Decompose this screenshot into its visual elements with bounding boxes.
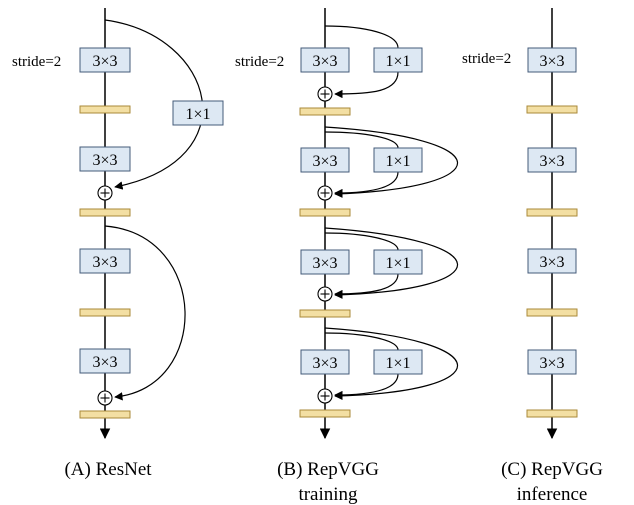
stride-label: stride=2	[12, 54, 61, 70]
resnet-skip-conv1x1	[104, 19, 204, 190]
conv-3x3-block: 3×3	[79, 348, 131, 374]
conv-label: 3×3	[539, 153, 564, 170]
branch-1x1	[334, 273, 399, 299]
batchnorm-bar	[299, 309, 351, 318]
add-node	[317, 86, 333, 102]
conv-3x3-block: 3×3	[300, 249, 350, 275]
add-node	[97, 185, 113, 201]
conv-label: 1×1	[385, 153, 410, 170]
conv-3x3-block: 3×3	[79, 47, 131, 73]
conv-1x1-block: 1×1	[172, 100, 224, 126]
caption-repvgg-training-line2: training	[298, 484, 358, 505]
resnet-skip-identity	[104, 225, 186, 401]
batchnorm-bar	[79, 410, 131, 419]
conv-3x3-block: 3×3	[300, 147, 350, 173]
caption-repvgg-inference-line1: (C) RepVGG	[501, 459, 603, 480]
repvgg-training-diagram: 3×3 1×1 3×3 1×1 3×3 1×1	[235, 8, 459, 505]
repvgg-inference-diagram: 3×3 3×3 3×3 3×3 stride=2 (C) RepVGG infe…	[462, 8, 603, 505]
branch-1x1	[324, 131, 399, 149]
conv-1x1-block: 1×1	[373, 349, 423, 375]
conv-label: 3×3	[92, 53, 117, 70]
conv-label: 3×3	[539, 355, 564, 372]
conv-label: 3×3	[92, 254, 117, 271]
conv-3x3-block: 3×3	[527, 349, 577, 375]
conv-3x3-block: 3×3	[527, 47, 577, 73]
conv-label: 3×3	[312, 255, 337, 272]
branch-1x1	[334, 71, 399, 99]
batchnorm-bar	[299, 107, 351, 116]
stride-label: stride=2	[462, 51, 511, 67]
conv-3x3-block: 3×3	[79, 146, 131, 172]
branch-1x1	[324, 232, 399, 251]
conv-label: 3×3	[312, 355, 337, 372]
conv-3x3-block: 3×3	[527, 147, 577, 173]
batchnorm-bar	[79, 308, 131, 317]
conv-3x3-block: 3×3	[527, 248, 577, 274]
branch-1x1	[324, 332, 399, 351]
branch-identity	[324, 327, 459, 401]
batchnorm-bar	[79, 105, 131, 114]
conv-3x3-block: 3×3	[300, 349, 350, 375]
conv-label: 1×1	[385, 355, 410, 372]
conv-label: 3×3	[312, 53, 337, 70]
batchnorm-bar	[299, 409, 351, 418]
stride-label: stride=2	[235, 54, 284, 70]
conv-3x3-block: 3×3	[300, 47, 350, 73]
batchnorm-bar	[526, 308, 578, 317]
add-node	[97, 390, 113, 406]
branch-1x1	[334, 171, 399, 198]
branch-1x1	[324, 25, 399, 49]
branch-1x1	[334, 373, 399, 400]
conv-1x1-block: 1×1	[373, 249, 423, 275]
conv-3x3-block: 3×3	[79, 248, 131, 274]
conv-label: 1×1	[385, 255, 410, 272]
conv-1x1-block: 1×1	[373, 147, 423, 173]
batchnorm-bar	[299, 208, 351, 217]
batchnorm-bar	[79, 208, 131, 217]
conv-label: 3×3	[92, 152, 117, 169]
conv-label: 3×3	[539, 254, 564, 271]
resnet-diagram: 3×3 1×1 3×3 3×3 3×3 stride=2	[12, 8, 224, 480]
conv-label: 3×3	[312, 153, 337, 170]
caption-repvgg-inference-line2: inference	[517, 484, 588, 505]
batchnorm-bar	[526, 409, 578, 418]
batchnorm-bar	[526, 208, 578, 217]
batchnorm-bar	[526, 105, 578, 114]
add-node	[317, 388, 333, 404]
add-node	[317, 185, 333, 201]
conv-1x1-block: 1×1	[373, 47, 423, 73]
branch-identity	[324, 126, 459, 198]
conv-label: 1×1	[385, 53, 410, 70]
conv-label: 1×1	[185, 106, 210, 123]
conv-label: 3×3	[92, 354, 117, 371]
caption-repvgg-training-line1: (B) RepVGG	[277, 459, 379, 480]
caption-resnet: (A) ResNet	[64, 459, 152, 480]
branch-identity	[324, 227, 459, 299]
add-node	[317, 286, 333, 302]
conv-label: 3×3	[539, 53, 564, 70]
